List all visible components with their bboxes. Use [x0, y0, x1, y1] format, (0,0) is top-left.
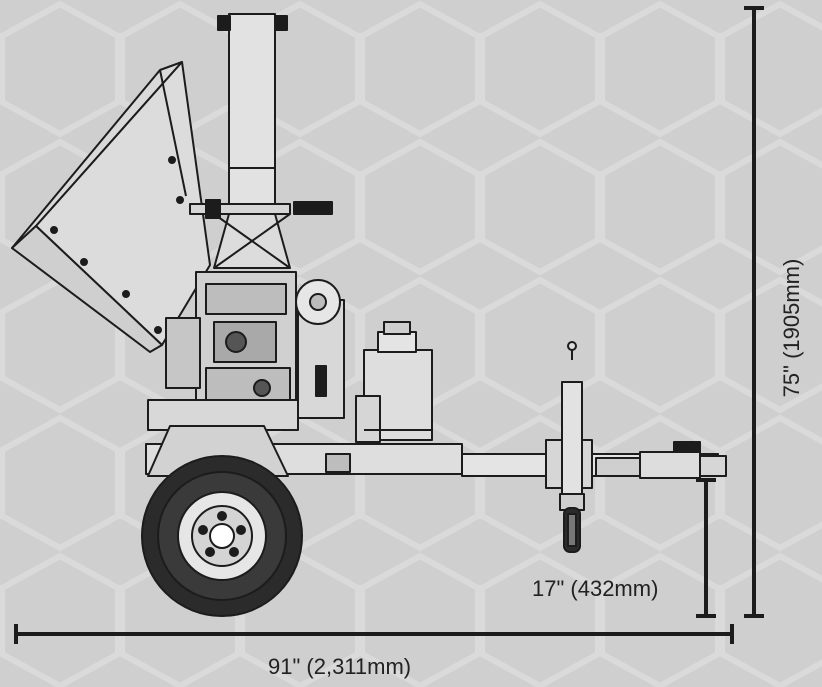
infeed-hopper — [11, 61, 211, 353]
dimension-lines — [14, 6, 764, 644]
hitch-height-dimension-line — [696, 478, 716, 618]
height-dimension-label: 75" (1905mm) — [779, 258, 804, 398]
hydraulic-tank — [355, 321, 433, 443]
length-dimension-line — [14, 624, 734, 644]
discharge-chute — [189, 13, 333, 269]
jack-stand — [559, 341, 585, 553]
engine — [165, 271, 345, 421]
length-dimension-label: 91" (2,311mm) — [268, 654, 412, 679]
wheel — [141, 425, 303, 617]
hitch-height-dimension-label: 17" (432mm) — [532, 576, 659, 601]
wood-chipper-drawing — [11, 13, 727, 617]
height-dimension-line — [744, 6, 764, 618]
